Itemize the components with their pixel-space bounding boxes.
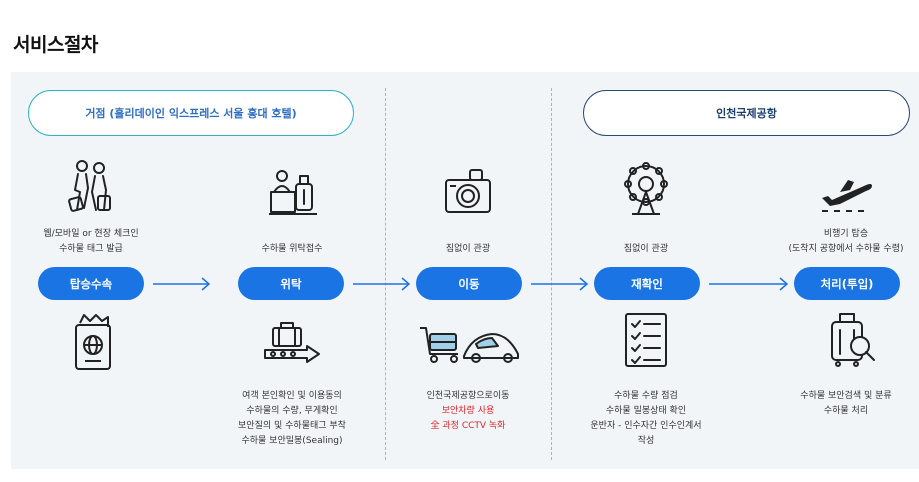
conveyor-belt-icon [264,322,320,363]
step-button-transport[interactable]: 이동 [416,267,522,300]
hotel-header: 거점 (홀리데이인 익스프레스 서울 홍대 호텔) [28,90,354,136]
checklist-icon [625,313,667,367]
page-title: 서비스절차 [13,34,98,56]
step-button-consign[interactable]: 위탁 [238,267,344,300]
camera-icon [445,169,491,213]
step5-top-caption: 비행기 탑승(도착지 공항에서 수하물 수령) [788,229,904,254]
step2-top-caption: 수하물 위탁접수 [261,244,323,254]
airport-header: 인천국제공항 [583,90,910,136]
step-button-recheck[interactable]: 재확인 [594,267,700,300]
step-button-process[interactable]: 처리(투입) [794,267,900,300]
arrow-right-icon [353,277,411,291]
baggage-scan-icon [831,313,875,367]
step3-bottom-caption: 인천국제공항으로이동 보안차량 사용 全 과정 CCTV 녹화 [426,391,510,431]
arrow-right-icon [153,277,211,291]
cart-vehicle-icon [420,327,519,363]
arrow-right-icon [709,277,789,291]
travelers-icon [68,160,111,212]
baggage-counter-icon [269,170,317,215]
arrow-right-icon [531,277,589,291]
section-divider [551,88,552,460]
step-button-checkin[interactable]: 탑승수속 [38,267,144,300]
ferris-wheel-icon [624,162,668,215]
passport-icon [75,314,111,370]
step3-top-caption: 짐없이 관광 [445,244,491,254]
step4-top-caption: 짐없이 관광 [623,244,669,254]
airplane-takeoff-icon [822,180,872,212]
section-divider [385,88,386,460]
